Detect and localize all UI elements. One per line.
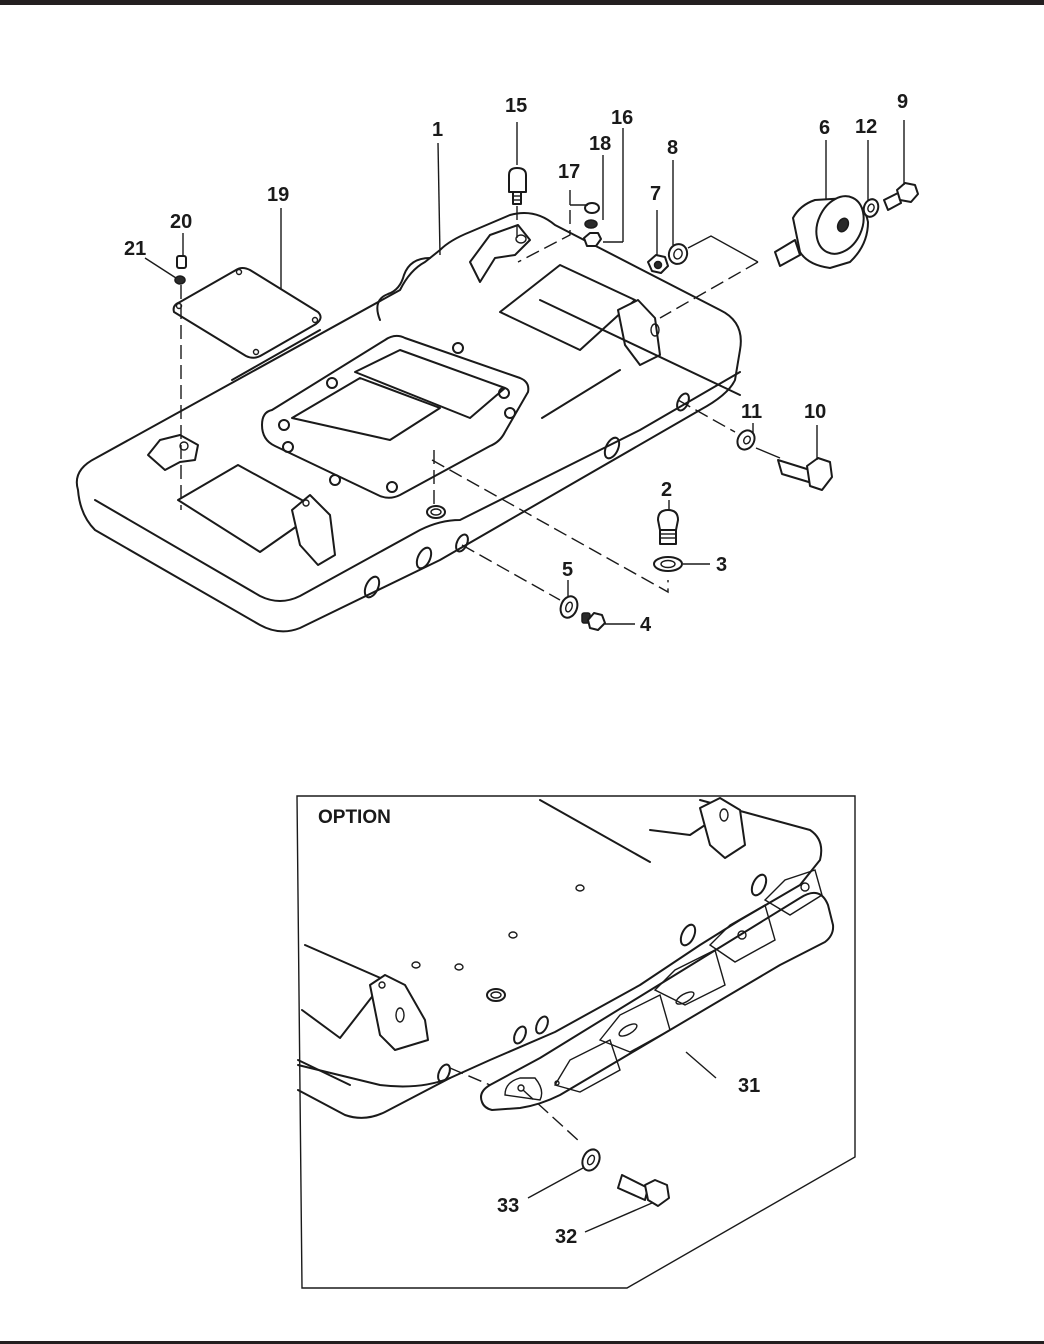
callout-1: 1: [432, 119, 443, 141]
callout-10: 10: [804, 401, 826, 423]
callout-31: 31: [738, 1075, 760, 1097]
bottom-rule: [0, 1341, 1044, 1344]
plug-4: [581, 612, 606, 631]
base-body: [75, 212, 742, 633]
callout-32: 32: [555, 1226, 577, 1248]
washer-11: [736, 429, 756, 451]
top-rule: [0, 0, 1044, 5]
washer-33: [581, 1148, 601, 1172]
callout-21: 21: [124, 238, 146, 260]
callout-12: 12: [855, 116, 877, 138]
cover-screw: [174, 255, 187, 285]
main-view: 1 2 3 4 5 6 7 8 9 10 11 12 15 16 17 18 1…: [75, 91, 919, 636]
callout-8: 8: [667, 137, 678, 159]
callout-16: 16: [611, 107, 633, 129]
washer-5: [559, 595, 579, 619]
nut-7: [647, 254, 669, 274]
callout-4: 4: [640, 614, 652, 636]
callout-18: 18: [589, 133, 611, 155]
parts-16-17-18: [583, 202, 602, 247]
cover-plate: [172, 267, 322, 359]
callout-20: 20: [170, 211, 192, 233]
option-title: OPTION: [318, 807, 391, 828]
washer-12: [862, 198, 880, 218]
callout-15: 15: [505, 95, 527, 117]
callout-2: 2: [661, 479, 672, 501]
callout-7: 7: [650, 183, 661, 205]
callout-17: 17: [558, 161, 580, 183]
callout-3: 3: [716, 554, 727, 576]
skid-rail-31: [480, 869, 835, 1111]
washer-8: [667, 243, 689, 265]
rubber-mount-6: [774, 195, 869, 269]
bolt-32: [617, 1174, 670, 1207]
callout-6: 6: [819, 117, 830, 139]
main-callouts: 1 2 3 4 5 6 7 8 9 10 11 12 15 16 17 18 1…: [124, 91, 908, 636]
bolt-10: [777, 457, 833, 491]
callout-5: 5: [562, 559, 573, 581]
option-frame: [296, 795, 856, 1289]
drain-plug-2: [657, 509, 679, 545]
washer-3: [653, 556, 683, 572]
plug-15: [508, 167, 527, 205]
option-view: OPTION: [296, 795, 856, 1289]
callout-19: 19: [267, 184, 289, 206]
callout-9: 9: [897, 91, 908, 113]
callout-33: 33: [497, 1195, 519, 1217]
bolt-9: [883, 182, 919, 211]
callout-11: 11: [741, 401, 762, 423]
leader-lines: [144, 120, 905, 625]
